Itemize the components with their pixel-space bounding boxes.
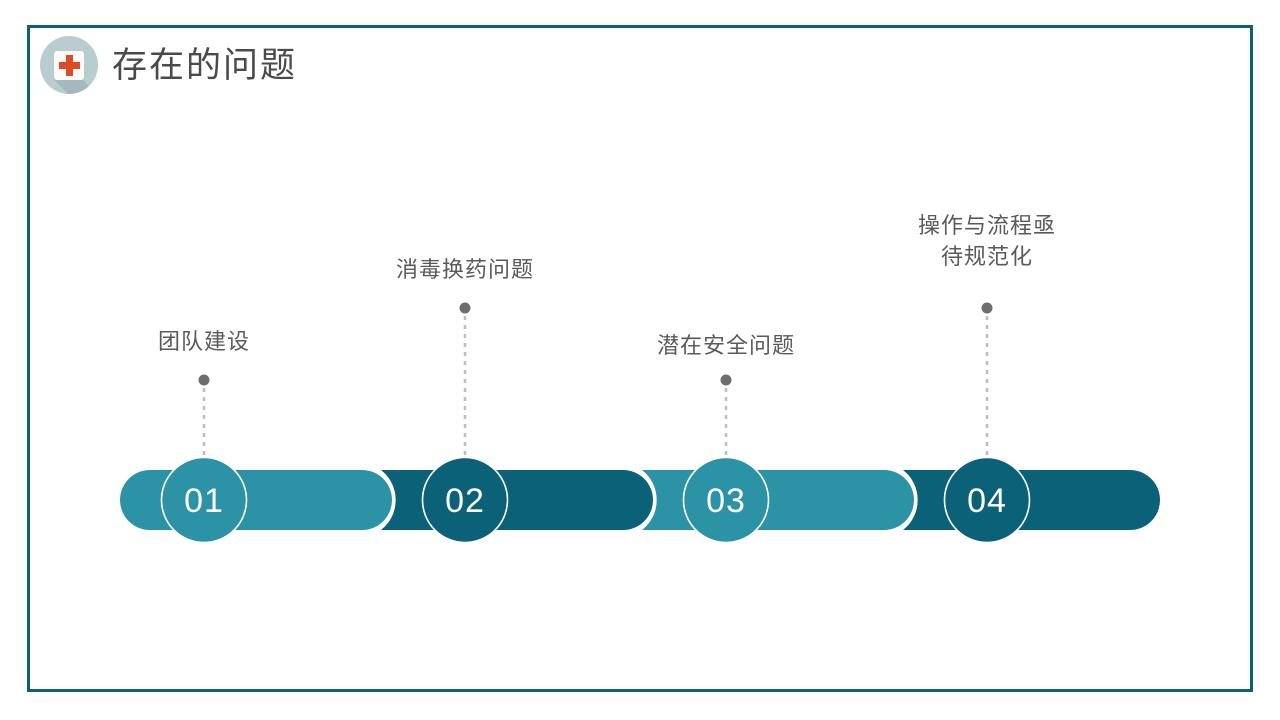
step-circle-04[interactable] [943,456,1031,544]
step-circle-01[interactable] [160,456,248,544]
step-circle-03[interactable] [682,456,770,544]
cross-horizontal-bar [59,62,80,69]
step-caption-3: 潜在安全问题 [656,333,796,358]
step-number-04: 04 [967,482,1007,520]
step-number-03: 03 [706,482,746,520]
step-circle-02[interactable] [421,456,509,544]
slide-header: 存在的问题 [40,36,297,94]
timeline-bar-04[interactable] [903,470,1160,530]
medical-cross-badge-icon [40,36,98,94]
step-number-02: 02 [445,482,485,520]
connector-dot-03 [720,374,732,386]
connector-dot-01 [198,374,210,386]
step-caption-2: 消毒换药问题 [395,257,535,282]
step-caption-4: 操作与流程亟 待规范化 [917,213,1057,270]
connector-dot-02 [459,302,471,314]
connector-dot-04 [981,302,993,314]
step-caption-1: 团队建设 [157,329,251,354]
step-number-01: 01 [184,482,224,520]
page-title: 存在的问题 [112,45,298,85]
